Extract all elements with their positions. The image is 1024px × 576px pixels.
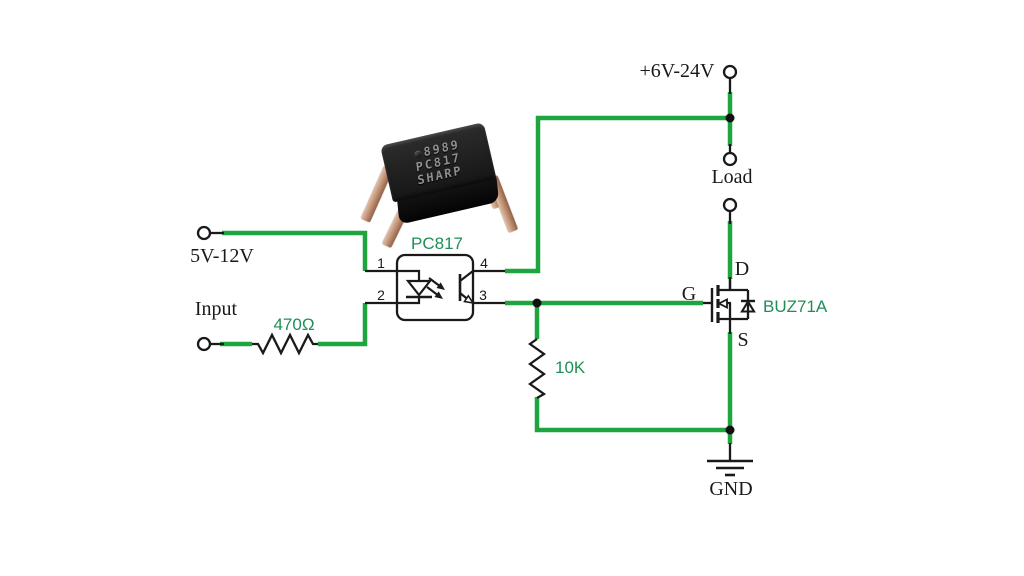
terminal-load-bottom [722,197,738,213]
label-input-supply: 5V-12V [190,245,254,267]
pin1-dimple-icon [413,149,422,159]
junction-top-rail [725,113,735,123]
mosfet-symbol [703,277,756,334]
wire-pin4-to-top-rail [505,115,730,274]
label-source: S [737,329,748,351]
optocoupler-body-outline [395,253,475,322]
label-pin-1: 1 [377,255,385,271]
wire-resistor-to-pin2 [318,303,368,347]
label-resistor-470: 470Ω [273,315,314,334]
label-input: Input [195,298,238,320]
optocoupler-symbol [395,253,475,322]
terminal-supply [722,64,738,80]
terminals [196,64,738,352]
led-triangle [405,279,433,297]
label-pin-4: 4 [480,255,488,271]
label-optocoupler-part: PC817 [411,234,463,253]
phototransistor-emitter-arrowhead [463,294,475,305]
label-load: Load [711,166,752,188]
pc817-photo: 8989 PC817 SHARP [355,103,525,249]
mosfet-body-arrow [716,298,728,309]
wire-input-top [222,230,368,271]
lead-stubs [210,78,732,460]
body-diode-triangle [740,299,756,313]
terminal-input-positive [196,225,212,241]
resistor-10k-symbol [528,338,547,399]
label-pin-3: 3 [479,287,487,303]
light-arrow-2-head [434,291,443,299]
led-anode-lead [397,269,421,281]
terminal-input-negative [196,336,212,352]
light-arrow-2 [426,286,438,296]
junction-gate-pulldown [532,298,542,308]
resistor-470-symbol [252,332,318,356]
label-mosfet-part: BUZ71A [763,297,828,316]
junction-dots [532,113,735,435]
light-arrow-1 [428,277,440,287]
terminal-load-top [722,151,738,167]
led-cathode-lead [397,297,421,305]
junction-ground-rail [725,425,735,435]
label-ground: GND [709,478,752,500]
light-emission-arrows [426,277,445,299]
photo-chip-body: 8989 PC817 SHARP [380,122,502,226]
phototransistor-collector [459,270,474,282]
label-resistor-10k: 10K [555,358,586,377]
label-gate: G [682,283,696,305]
ground-symbol [707,459,753,477]
wire-pulldown-to-ground-rail [534,397,730,433]
label-pin-2: 2 [377,287,385,303]
label-drain: D [735,258,749,280]
label-output-supply: +6V-24V [640,60,716,82]
light-arrow-1-head [436,282,445,290]
